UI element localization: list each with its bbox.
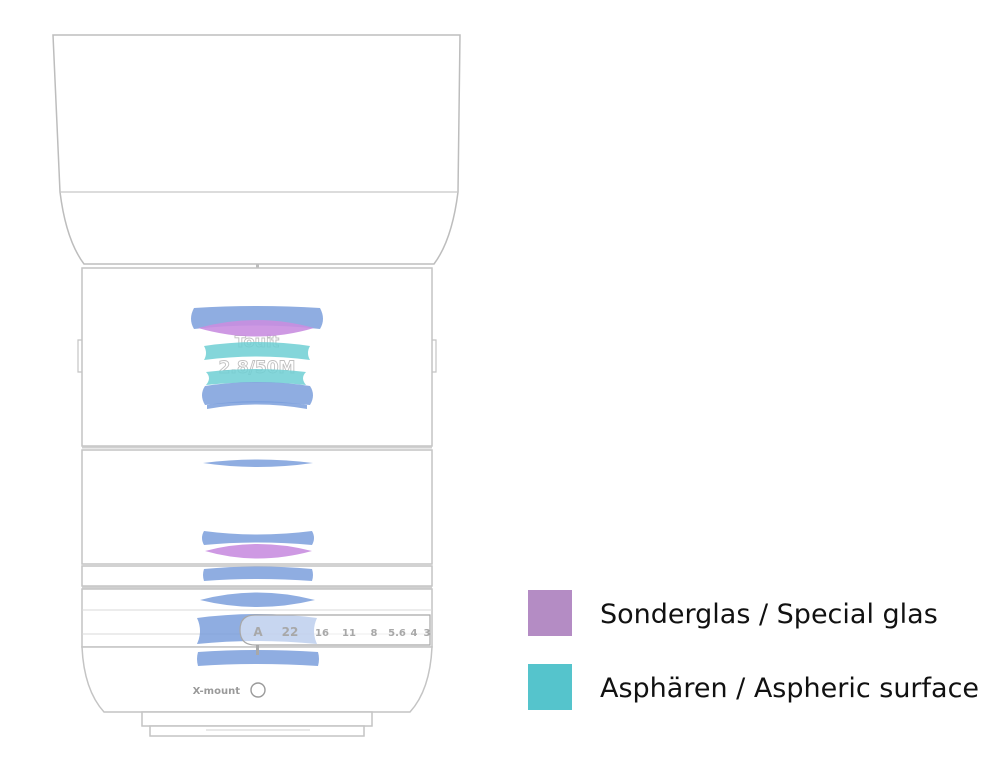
lens-element-standard	[202, 382, 313, 405]
mount-flange	[141, 711, 373, 727]
lens-hood	[52, 34, 461, 265]
aperture-scale-label: 4	[411, 628, 418, 639]
aperture-scale-label: 8	[371, 628, 378, 639]
lens-element-aspheric	[206, 369, 306, 385]
lens-element-standard	[197, 650, 319, 666]
lens-element-standard	[203, 566, 313, 581]
aperture-scale-label: 11	[342, 628, 356, 639]
side-notch	[77, 339, 82, 373]
lens-element-standard	[207, 401, 307, 409]
aperture-scale-label: A	[253, 625, 263, 639]
mount-release-button	[250, 682, 266, 698]
lens-element-standard	[200, 592, 315, 607]
aperture-index-mark	[256, 645, 259, 655]
lens-base	[81, 646, 433, 713]
mount-bayonet	[149, 725, 365, 737]
lens-element-aspheric	[204, 342, 310, 360]
aperture-scale-label: 16	[315, 628, 329, 639]
lens-element-special	[205, 544, 312, 559]
legend-swatch-aspheric-surface	[528, 664, 572, 710]
focus-ring-section	[81, 267, 433, 447]
lens-element-standard	[203, 459, 313, 467]
aperture-scale-label: 22	[282, 625, 299, 639]
legend-label-aspheric-surface: Asphären / Aspheric surface	[600, 673, 980, 704]
aperture-scale-label: 3	[424, 628, 431, 639]
legend-label-special-glass: Sonderglas / Special glas	[600, 599, 938, 630]
legend-swatch-special-glass	[528, 590, 572, 636]
aperture-scale-window	[239, 614, 431, 646]
mount-label: X-mount	[193, 686, 241, 697]
side-notch	[432, 339, 437, 373]
aperture-scale-label: 5.6	[388, 628, 406, 639]
lens-element-special	[198, 320, 314, 337]
lens-element-standard	[202, 531, 314, 545]
